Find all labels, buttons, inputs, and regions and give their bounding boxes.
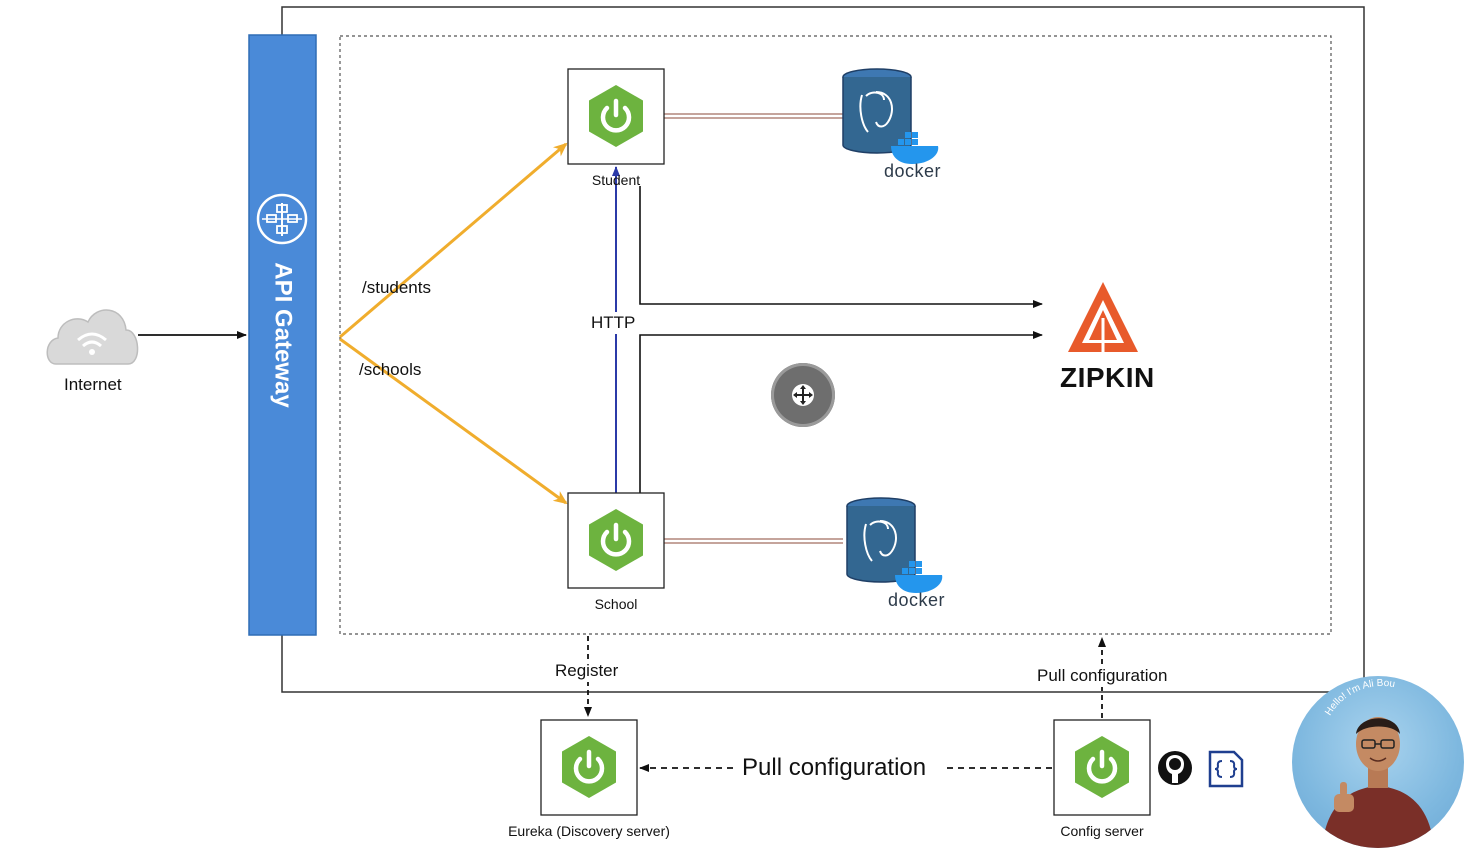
spring-power-icon [589,509,643,571]
api-gateway-label-wrap: API Gateway [249,230,316,440]
school-to-zipkin-line [639,331,1043,493]
zipkin-label: ZIPKIN [1060,362,1155,393]
services-boundary [339,35,1332,635]
route-students-arrow [339,142,568,339]
move-handle[interactable] [771,363,835,427]
api-gateway-bar[interactable] [248,34,317,636]
pull-config-top-label: Pull configuration [1037,666,1168,685]
spring-power-icon [589,85,643,147]
school-service-box[interactable] [567,492,665,589]
move-arrows-icon [792,384,814,406]
eureka-label: Eureka (Discovery server) [508,823,670,839]
spring-power-icon [1075,736,1129,798]
pull-config-bottom-label: Pull configuration [742,754,927,781]
spring-power-icon [562,736,616,798]
register-label: Register [555,661,619,680]
zipkin-logo-icon [1068,282,1138,352]
student-to-zipkin-line [639,186,1043,308]
student-label: Student [591,172,641,188]
presenter-illustration: Hello! I'm Ali Bou [1322,678,1434,848]
json-file-icon [1208,750,1244,788]
internet-label: Internet [64,375,122,394]
student-db-link [664,113,843,119]
github-icon [1158,751,1192,785]
school-label: School [594,596,638,612]
cloud-icon [46,309,139,365]
docker-whale-icon [895,561,943,593]
api-gateway-icon [256,193,308,245]
docker-whale-icon [891,132,939,164]
system-boundary [281,6,1365,693]
route-schools-arrow [339,337,568,505]
config-label: Config server [1060,823,1144,839]
presenter-avatar: Hello! I'm Ali Bou [1292,676,1464,848]
http-label: HTTP [591,313,636,332]
postgres-db-icon [842,68,912,154]
api-gateway-label: API Gateway [269,262,297,408]
route-schools-label: /schools [359,360,422,379]
school-db-link [664,538,843,544]
school-db-docker-label: docker [888,590,946,610]
route-students-label: /students [362,278,431,297]
postgres-db-icon [846,497,916,583]
student-db-docker-label: docker [884,161,942,181]
